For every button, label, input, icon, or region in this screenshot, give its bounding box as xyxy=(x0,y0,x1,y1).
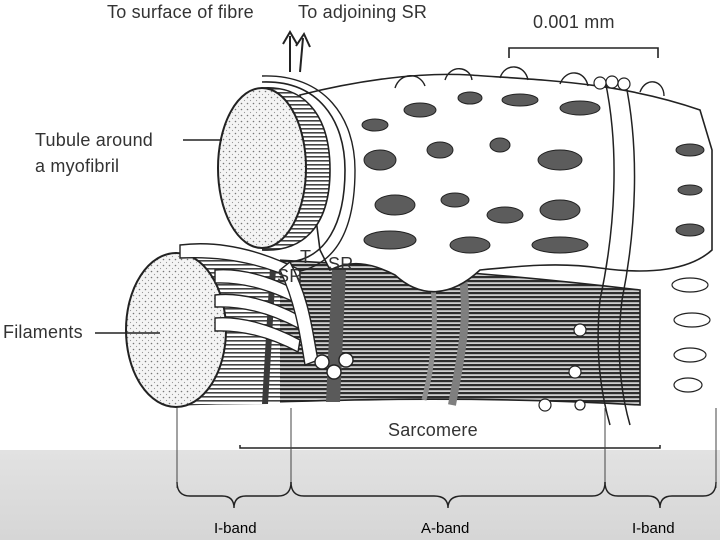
arrows-to-surface xyxy=(283,32,310,72)
label-filaments: Filaments xyxy=(3,322,83,343)
label-scale: 0.001 mm xyxy=(533,12,615,33)
label-a-band: A-band xyxy=(421,520,469,537)
band-braces xyxy=(177,482,716,508)
sarcomere-bracket xyxy=(240,445,660,448)
label-i-band-left: I-band xyxy=(214,520,257,537)
label-sr-lower: SR xyxy=(277,266,302,287)
scale-bar xyxy=(509,48,658,58)
filaments-cross-section xyxy=(126,253,226,407)
label-to-adjoining-sr: To adjoining SR xyxy=(298,2,427,23)
label-tubule-line1: Tubule around xyxy=(35,130,153,151)
label-to-surface: To surface of fibre xyxy=(107,2,254,23)
lower-myofibril xyxy=(126,253,640,407)
label-tubule-line2: a myofibril xyxy=(35,156,119,177)
myofibril-cross-section xyxy=(218,88,306,248)
label-sr-upper: SR xyxy=(328,254,353,275)
label-sarcomere: Sarcomere xyxy=(388,420,478,441)
label-t-upper: T xyxy=(300,247,311,268)
label-i-band-right: I-band xyxy=(632,520,675,537)
